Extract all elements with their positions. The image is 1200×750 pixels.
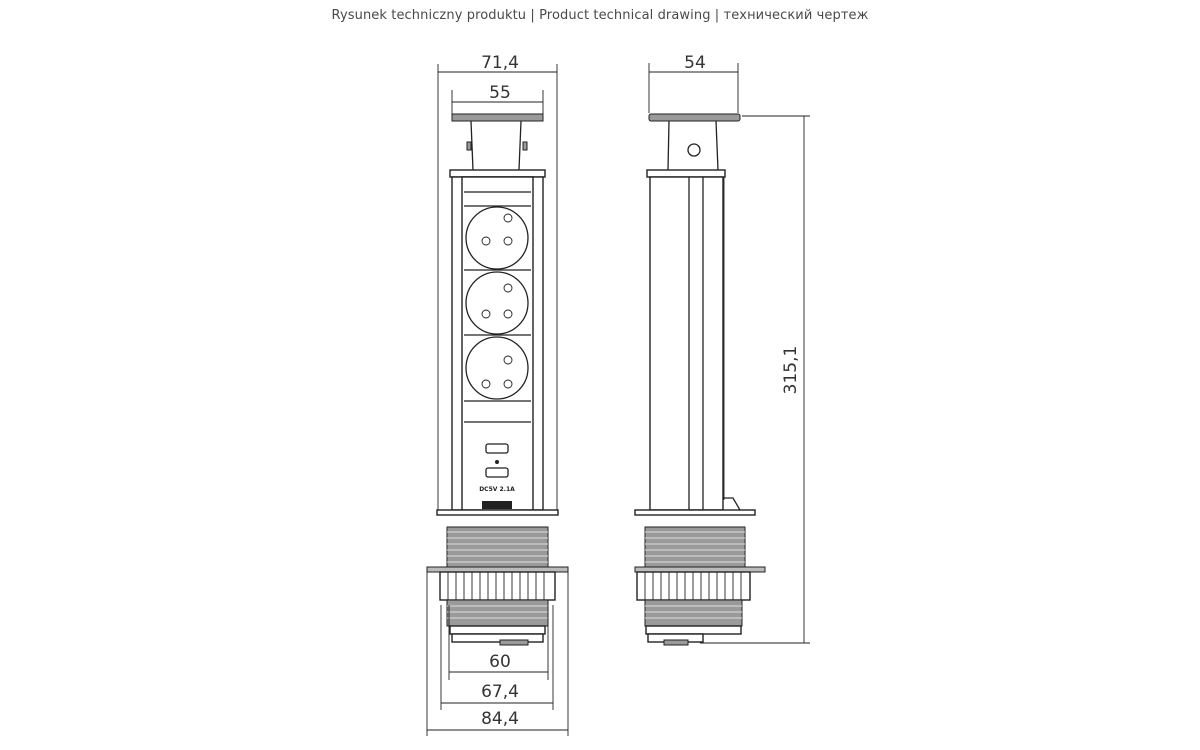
dimension-label: 71,4 xyxy=(481,53,519,73)
column-top-plate xyxy=(449,169,546,178)
dimension-label: 84,4 xyxy=(481,709,519,729)
column-top-plate xyxy=(646,169,726,178)
dimension-67-4: 67,4 xyxy=(440,605,554,710)
thread xyxy=(446,526,549,568)
top-flange xyxy=(634,509,756,516)
dimension-84-4: 84,4 xyxy=(426,572,569,736)
dimension-label: 315,1 xyxy=(781,346,801,395)
dimension-total-height: 315,1 xyxy=(700,115,810,644)
side-view: 54 xyxy=(634,53,810,646)
usb-label: DC5V 2.1A xyxy=(479,486,515,493)
dimension-label: 67,4 xyxy=(481,682,519,702)
dimension-label: 55 xyxy=(489,83,511,103)
usb-port xyxy=(485,443,509,454)
dimension-cap-width: 55 xyxy=(451,83,544,114)
dimension-label: 54 xyxy=(684,53,706,73)
thread xyxy=(644,526,746,568)
locking-ring xyxy=(636,571,751,601)
counter-plate xyxy=(426,566,569,573)
dimension-60: 60 xyxy=(448,605,549,680)
usb-module: DC5V 2.1A xyxy=(479,443,515,509)
power-socket xyxy=(465,336,529,400)
top-cap xyxy=(648,113,741,122)
cap-hole xyxy=(687,143,701,157)
dimension-label: 60 xyxy=(489,652,511,672)
counter-plate xyxy=(634,566,766,573)
power-socket xyxy=(465,271,529,335)
top-flange xyxy=(436,509,559,516)
dimension-top-outer-width: 71,4 xyxy=(437,53,558,512)
socket-panel xyxy=(461,176,534,511)
power-socket xyxy=(465,206,529,270)
top-cap xyxy=(451,113,544,122)
column-body xyxy=(649,176,724,511)
front-view: 71,4 55 xyxy=(426,53,569,736)
locking-ring xyxy=(439,571,556,601)
dimension-cap-depth: 54 xyxy=(648,53,739,113)
usb-port xyxy=(485,467,509,478)
drawing-title: Rysunek techniczny produktu | Product te… xyxy=(331,8,869,23)
